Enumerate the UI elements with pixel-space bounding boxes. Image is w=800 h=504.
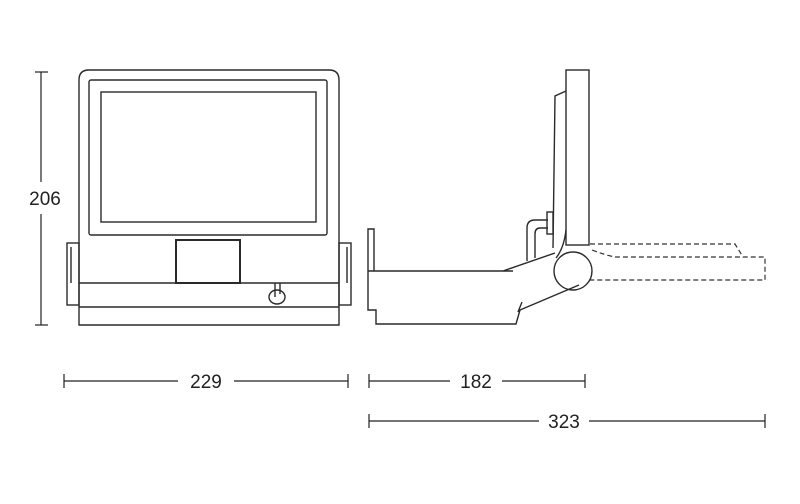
side-panel-curve — [555, 229, 567, 259]
dimension-total-depth: 323 — [368, 412, 766, 433]
front-lens-panel — [100, 91, 317, 223]
height-label: 206 — [29, 189, 61, 210]
front-width-label: 229 — [190, 372, 222, 393]
side-gland — [546, 211, 554, 235]
side-depth-label: 182 — [460, 372, 492, 393]
dimension-height: 206 — [29, 71, 61, 326]
front-inner-frame — [88, 79, 328, 236]
dimension-side-depth: 182 — [368, 372, 586, 393]
right-bracket — [338, 242, 352, 306]
side-view — [367, 69, 766, 325]
cable — [274, 283, 281, 297]
mounting-bracket — [367, 228, 580, 325]
pivot-joint — [553, 251, 593, 291]
sensor-block — [175, 239, 241, 284]
left-bracket — [66, 242, 80, 306]
total-depth-label: 323 — [548, 412, 580, 433]
front-housing-outline — [78, 69, 340, 326]
side-panel — [565, 69, 590, 246]
front-view — [66, 69, 352, 326]
dimension-front-width: 229 — [63, 372, 349, 393]
alternate-position-outline — [590, 243, 766, 281]
cable-gland — [268, 289, 286, 305]
side-panel-back — [552, 90, 567, 249]
cable-pipe — [526, 219, 548, 261]
